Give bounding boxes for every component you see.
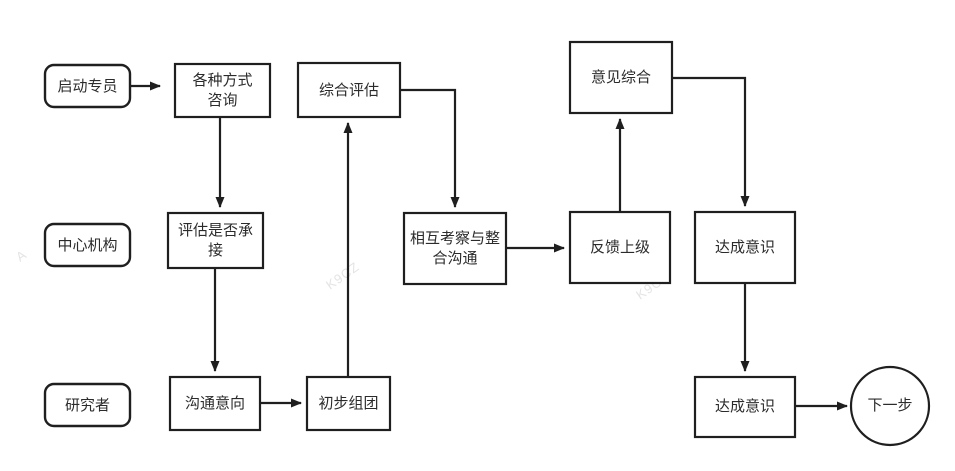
node-assess-accept-label-line1: 评估是否承 (178, 222, 253, 239)
node-communicate-intent[interactable]: 沟通意向 (168, 375, 262, 432)
node-assess-accept-label-line2: 接 (208, 242, 223, 259)
node-consensus-lower[interactable]: 达成意识 (693, 375, 797, 439)
node-consensus-upper-shape[interactable] (693, 210, 797, 285)
node-center-org[interactable]: 中心机构 (43, 222, 132, 268)
node-various-consult-shape[interactable] (173, 62, 272, 119)
node-next-step-label: 下一步 (867, 397, 912, 414)
watermark-text: K9CZ (323, 259, 362, 293)
node-assess-accept-shape[interactable] (166, 211, 265, 270)
node-opinion-synthesis[interactable]: 意见综合 (568, 40, 674, 115)
edge-evaluation-to-mutual (400, 88, 460, 208)
node-communicate-intent-label: 沟通意向 (185, 394, 245, 412)
node-mutual-review[interactable]: 相互考察与整 合沟通 (402, 211, 508, 286)
node-various-consult-label-line2: 咨询 (207, 92, 237, 109)
node-feedback-superior[interactable]: 反馈上级 (568, 210, 672, 285)
node-opinion-synthesis-shape[interactable] (568, 40, 674, 115)
node-next-step[interactable]: 下一步 (849, 365, 931, 447)
node-feedback-superior-shape[interactable] (568, 210, 672, 285)
node-assess-accept[interactable]: 评估是否承 接 (166, 211, 265, 270)
node-comprehensive-evaluation-shape[interactable] (296, 61, 402, 119)
node-mutual-review-shape[interactable] (402, 211, 508, 286)
node-opinion-synthesis-label: 意见综合 (591, 68, 651, 86)
node-various-consult[interactable]: 各种方式 咨询 (173, 62, 272, 119)
node-consensus-upper[interactable]: 达成意识 (693, 210, 797, 285)
watermark-text: A (13, 247, 30, 265)
node-next-step-shape[interactable] (849, 365, 931, 447)
node-consensus-lower-label: 达成意识 (715, 397, 775, 415)
node-start-specialist-shape[interactable] (43, 63, 132, 109)
node-initial-team[interactable]: 初步组团 (305, 375, 392, 432)
node-center-org-shape[interactable] (43, 222, 132, 268)
node-comprehensive-evaluation[interactable]: 综合评估 (296, 61, 402, 119)
edge-opinion-to-consensus-upper (672, 76, 750, 207)
node-communicate-intent-shape[interactable] (168, 375, 262, 432)
node-consensus-upper-label: 达成意识 (715, 238, 775, 256)
node-feedback-superior-label: 反馈上级 (590, 239, 650, 256)
node-mutual-review-label-line1: 相互考察与整 (410, 229, 500, 247)
node-researcher[interactable]: 研究者 (43, 382, 132, 428)
node-consensus-lower-shape[interactable] (693, 375, 797, 439)
node-initial-team-shape[interactable] (305, 375, 392, 432)
node-researcher-shape[interactable] (43, 382, 132, 428)
node-start-specialist[interactable]: 启动专员 (43, 63, 132, 109)
node-mutual-review-label-line2: 合沟通 (432, 250, 477, 267)
edges-layer (130, 76, 848, 411)
node-comprehensive-evaluation-label: 综合评估 (319, 82, 379, 99)
node-start-specialist-label: 启动专员 (57, 78, 117, 95)
node-various-consult-label-line1: 各种方式 (192, 72, 252, 89)
node-center-org-label: 中心机构 (57, 237, 117, 254)
node-initial-team-label: 初步组团 (318, 395, 378, 412)
node-researcher-label: 研究者 (65, 397, 110, 414)
